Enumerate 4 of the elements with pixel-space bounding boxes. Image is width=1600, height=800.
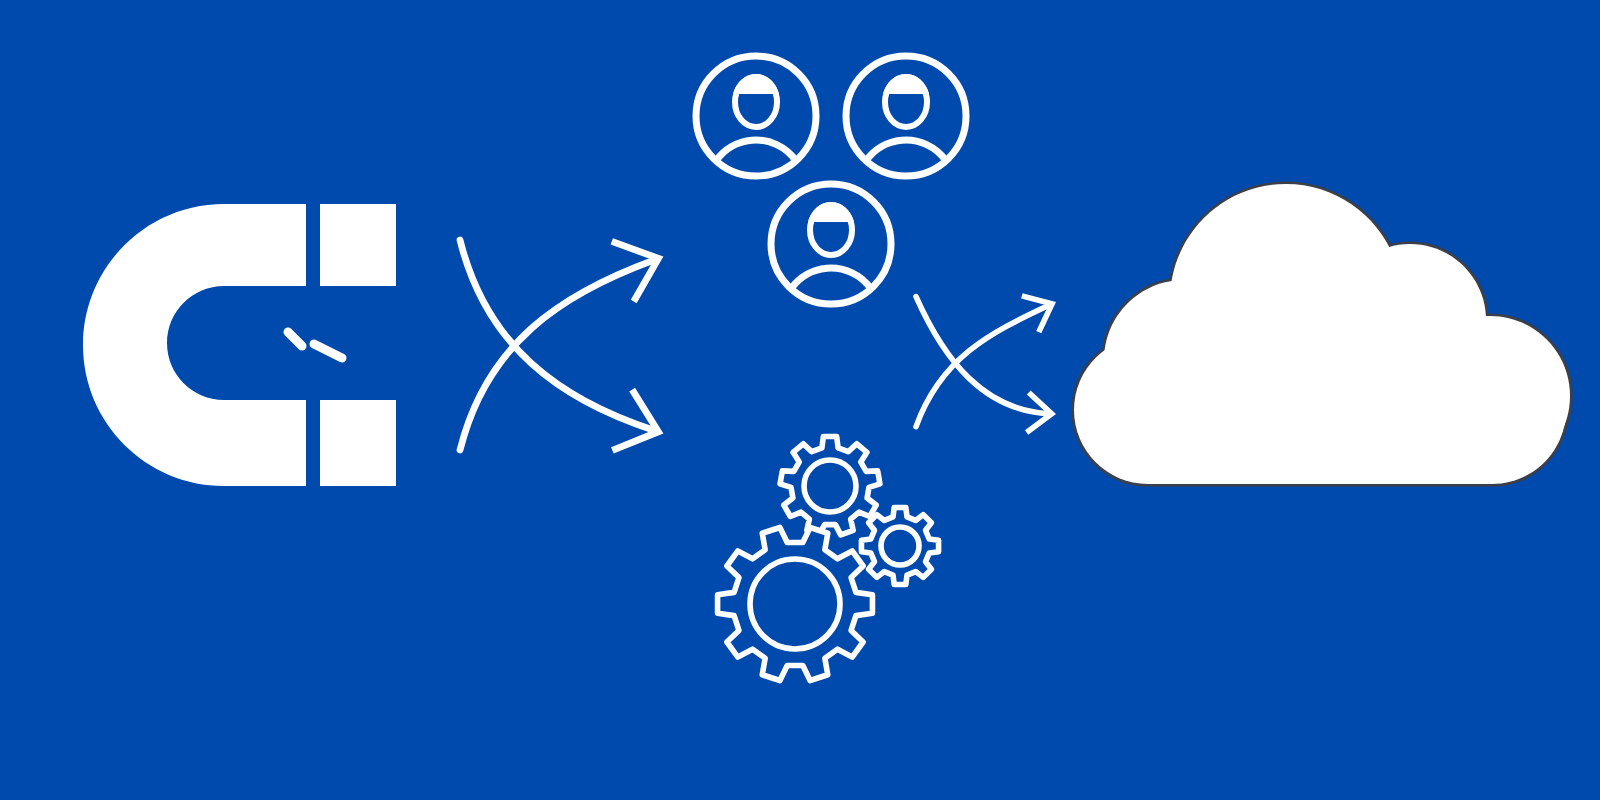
cloud-icon (1071, 181, 1573, 487)
gears-icon (714, 433, 942, 684)
people-icon (692, 52, 970, 308)
magnet-icon (83, 204, 396, 486)
